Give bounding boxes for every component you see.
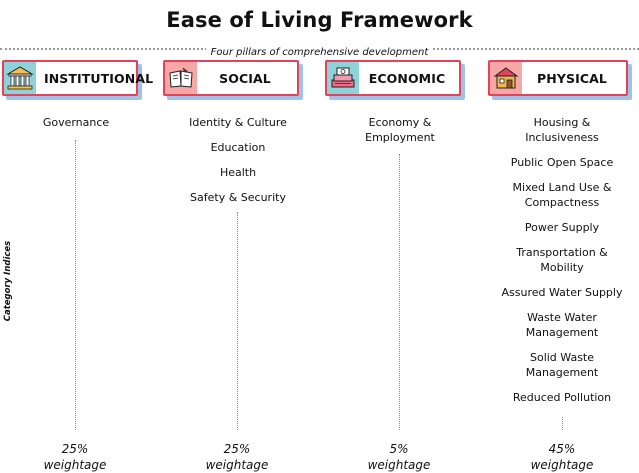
- category-index-item: Safety & Security: [190, 191, 286, 204]
- weightage-label: weightage: [43, 458, 107, 472]
- pillar-name: PHYSICAL: [537, 70, 607, 86]
- weightage-percent: 25%: [61, 442, 89, 456]
- category-index-item: Mixed Land Use &Compactness: [512, 181, 612, 209]
- pillar-social-weightage: 25% weightage: [177, 441, 297, 473]
- building-icon: [4, 62, 36, 94]
- category-index-item: Identity & Culture: [189, 116, 287, 129]
- category-index-item: Power Supply: [524, 221, 600, 234]
- category-index-item: Housing &Inclusiveness: [525, 116, 599, 144]
- weightage-label: weightage: [530, 458, 594, 472]
- weightage-label: weightage: [367, 458, 431, 472]
- weightage-percent: 5%: [389, 442, 409, 456]
- pillar-name: INSTITUTIONAL: [44, 70, 154, 86]
- category-index-item: Transportation &Mobility: [516, 246, 608, 274]
- house-icon: [490, 62, 522, 94]
- pillar-name: ECONOMIC: [368, 70, 446, 86]
- weightage-percent: 25%: [223, 442, 251, 456]
- category-index-item: Economy &Employment: [365, 116, 435, 144]
- subtitle-text: Four pillars of comprehensive developmen…: [205, 47, 434, 58]
- category-index-item: Reduced Pollution: [512, 391, 612, 404]
- pillar-economic-indices: Economy &Employment: [332, 115, 468, 155]
- connector-line: [237, 212, 238, 430]
- page-title: Ease of Living Framework: [166, 8, 473, 32]
- category-index-item: Education: [210, 141, 266, 154]
- category-index-item: Public Open Space: [510, 156, 614, 169]
- pillar-institutional-indices: Governance: [10, 115, 142, 140]
- pillar-social-header: SOCIAL: [163, 60, 299, 96]
- pillar-economic-header: ECONOMIC: [325, 60, 461, 96]
- connector-line: [75, 140, 76, 430]
- pillar-name: SOCIAL: [219, 70, 271, 86]
- category-index-item: Assured Water Supply: [501, 286, 623, 299]
- category-index-item: Governance: [42, 116, 110, 129]
- weightage-percent: 45%: [548, 442, 576, 456]
- pillar-economic-weightage: 5% weightage: [339, 441, 459, 473]
- pillar-physical-weightage: 45% weightage: [502, 441, 622, 473]
- pillar-institutional-weightage: 25% weightage: [15, 441, 135, 473]
- money-icon: [327, 62, 359, 94]
- book-icon: [165, 62, 197, 94]
- pillar-institutional-header: INSTITUTIONAL: [2, 60, 154, 96]
- connector-line: [399, 154, 400, 430]
- subtitle: Four pillars of comprehensive developmen…: [0, 40, 639, 59]
- side-axis-label: Category Indices: [3, 240, 13, 322]
- connector-line: [562, 417, 563, 430]
- category-index-item: Health: [219, 166, 257, 179]
- pillar-physical-header: PHYSICAL: [488, 60, 628, 96]
- weightage-label: weightage: [205, 458, 269, 472]
